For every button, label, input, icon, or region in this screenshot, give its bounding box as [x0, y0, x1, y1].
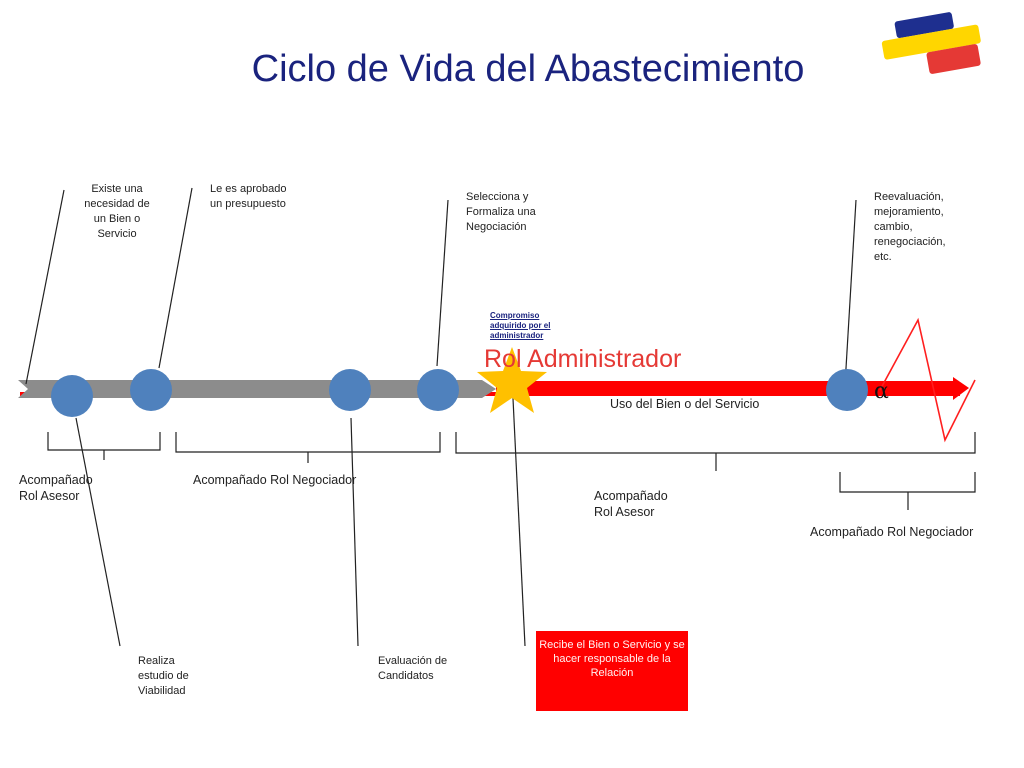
node-necesidad: [51, 375, 93, 417]
compromiso-link[interactable]: Compromiso adquirido por el administrado…: [490, 311, 551, 340]
node-negociacion: [417, 369, 459, 411]
node-evaluacion: [329, 369, 371, 411]
note-evaluacion-candidatos: Evaluación de Candidatos: [378, 655, 448, 682]
alpha-symbol: α: [874, 379, 889, 404]
timeline-red-line: [20, 392, 960, 396]
note-existe-necesidad: Existe una necesidad de un Bien o Servic…: [84, 183, 150, 240]
page-title: Ciclo de Vida del Abastecimiento: [251, 48, 805, 90]
rol-administrador-label: Rol Administrador: [484, 345, 682, 373]
note-estudio-viabilidad: Realiza estudio de Viabilidad: [138, 655, 189, 697]
brackets: [47, 432, 976, 510]
pointer-lines: [25, 187, 857, 647]
note-selecciona-negociacion: Selecciona y Formaliza una Negociación: [466, 191, 536, 233]
cycle-zigzag: [879, 317, 976, 443]
bracket-label-negociador-2: Acompañado Rol Negociador: [810, 525, 974, 539]
uso-label: Uso del Bien o del Servicio: [610, 397, 760, 411]
note-reevaluacion: Reevaluación, mejoramiento, cambio, rene…: [874, 191, 946, 263]
bracket-label-negociador-1: Acompañado Rol Negociador: [193, 473, 357, 487]
bracket-label-asesor-2: Acompañado Rol Asesor: [594, 489, 668, 519]
recibe-box: [536, 631, 688, 711]
star-icon: [477, 347, 547, 413]
timeline-arrow-head: [953, 377, 969, 400]
note-recibe-bien: Recibe el Bien o Servicio y se hacer res…: [539, 639, 685, 679]
node-presupuesto: [130, 369, 172, 411]
logo: [881, 12, 981, 74]
bracket-label-asesor-1: Acompañado Rol Asesor: [19, 473, 93, 503]
node-reevaluacion: [826, 369, 868, 411]
note-presupuesto-aprobado: Le es aprobado un presupuesto: [210, 183, 287, 210]
